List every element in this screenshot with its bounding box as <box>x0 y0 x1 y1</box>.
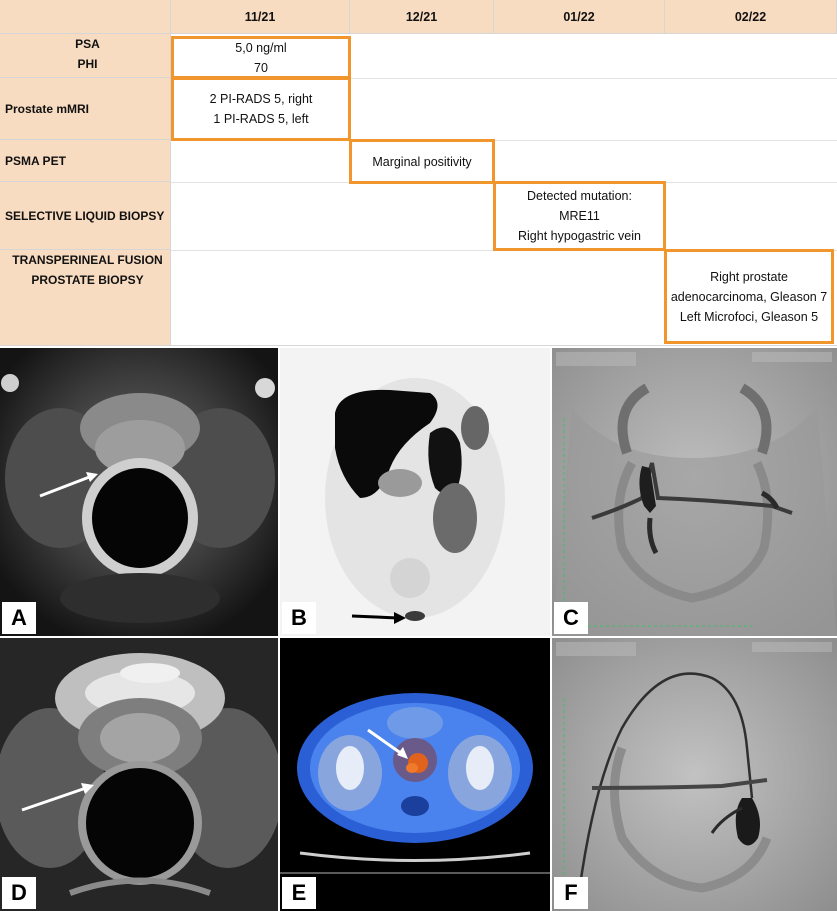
pet-b-image <box>280 348 550 636</box>
fusion-line-2: adenocarcinoma, Gleason 7 <box>670 289 828 304</box>
header-month-1: 11/21 <box>171 0 350 34</box>
grid-line <box>171 78 837 79</box>
panel-e-pet-ct: E <box>280 638 550 911</box>
panel-a-mri-axial: A <box>0 348 278 636</box>
label-fusion-2: PROSTATE BIOPSY <box>31 273 144 287</box>
mri-d-image <box>0 638 278 911</box>
mmri-line-2: 1 PI-RADS 5, left <box>213 112 309 126</box>
mmri-line-1: 2 PI-RADS 5, right <box>209 92 313 106</box>
fusion-line-1: Right prostate <box>710 269 788 284</box>
psa-value: 5,0 ng/ml <box>235 40 287 55</box>
panel-d-mri-t2: D <box>0 638 278 911</box>
header-month-4: 02/22 <box>665 0 837 34</box>
panel-c-venography: C <box>552 348 837 636</box>
header-month-2: 12/21 <box>350 0 494 34</box>
row-label-liquid: SELECTIVE LIQUID BIOPSY <box>0 182 171 250</box>
timeline-table: 11/21 12/21 01/22 02/22 PSA PHI Prostate… <box>0 0 837 346</box>
label-phi: PHI <box>77 57 98 71</box>
liquid-line-3: Right hypogastric vein <box>518 229 641 243</box>
panel-f-venography-catheter: F <box>552 638 837 911</box>
liquid-line-1: Detected mutation: <box>527 189 632 203</box>
panel-label-c: C <box>554 602 588 634</box>
psma-box: Marginal positivity <box>349 139 495 184</box>
grid-line <box>171 140 837 141</box>
phi-value: 70 <box>254 60 268 75</box>
liquid-biopsy-box: Detected mutation: MRE11 Right hypogastr… <box>493 181 666 251</box>
label-psa: PSA <box>75 37 100 51</box>
panel-label-d: D <box>2 877 36 909</box>
row-label-mmri: Prostate mMRI <box>0 78 171 140</box>
panel-label-a: A <box>2 602 36 634</box>
row-label-psa-phi: PSA PHI <box>0 34 171 78</box>
mri-a-image <box>0 348 278 636</box>
panel-label-f: F <box>554 877 588 909</box>
mmri-box: 2 PI-RADS 5, right 1 PI-RADS 5, left <box>171 77 351 141</box>
header-month-3: 01/22 <box>494 0 665 34</box>
pet-ct-e-image <box>280 638 550 911</box>
fusion-line-3: Left Microfoci, Gleason 5 <box>679 309 819 324</box>
panel-label-e: E <box>282 877 316 909</box>
label-fusion-1: TRANSPERINEAL FUSION <box>12 253 163 267</box>
panel-b-pet-mip: B <box>280 348 550 636</box>
fusion-biopsy-box: Right prostate adenocarcinoma, Gleason 7… <box>664 249 834 344</box>
grid-line <box>0 345 837 346</box>
row-label-psma: PSMA PET <box>0 140 171 182</box>
venography-f-image <box>552 638 837 911</box>
liquid-line-2: MRE11 <box>559 209 600 223</box>
panel-label-b: B <box>282 602 316 634</box>
row-label-fusion: TRANSPERINEAL FUSION PROSTATE BIOPSY <box>0 250 171 346</box>
psa-phi-box: 5,0 ng/ml 70 <box>171 36 351 79</box>
venography-c-image <box>552 348 837 636</box>
header-corner <box>0 0 171 34</box>
psma-value: Marginal positivity <box>372 154 472 169</box>
